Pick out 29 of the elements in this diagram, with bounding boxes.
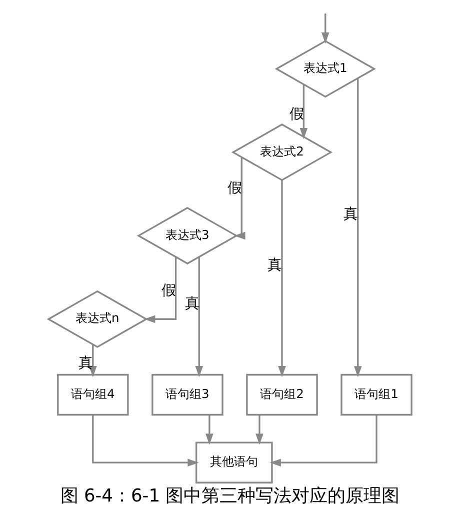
caption: 图 6-4：6-1 图中第三种写法对应的原理图 — [60, 485, 400, 506]
arrow — [88, 344, 96, 378]
arrow — [194, 257, 203, 378]
arrow — [353, 78, 362, 378]
arrow — [299, 84, 308, 140]
arrow — [144, 257, 176, 324]
node-diamond: 表达式1 — [274, 40, 376, 98]
arrow — [255, 415, 263, 445]
node-box: 语句组4 — [56, 374, 128, 416]
edge-label: 真 — [184, 296, 198, 312]
edge-label: 真 — [343, 206, 358, 223]
node-box: 语句组2 — [246, 374, 318, 416]
edge-label: 假 — [288, 106, 303, 122]
arrow — [320, 14, 329, 44]
arrow — [269, 415, 377, 466]
arrow — [278, 180, 286, 378]
node-box: 语句组3 — [151, 374, 223, 416]
node-diamond: 表达式n — [46, 290, 148, 348]
node-box: 其他语句 — [195, 442, 272, 484]
node-diamond: 表达式3 — [136, 206, 238, 264]
edge-label: 假 — [226, 180, 241, 197]
arrow — [92, 415, 198, 466]
node-diamond: 表达式2 — [230, 124, 332, 182]
edge-label: 假 — [161, 282, 176, 299]
node-box: 语句组1 — [340, 374, 412, 416]
edge-label: 真 — [267, 257, 282, 274]
arrow — [205, 415, 213, 445]
edge-label: 真 — [78, 355, 92, 372]
arrow — [234, 157, 245, 240]
